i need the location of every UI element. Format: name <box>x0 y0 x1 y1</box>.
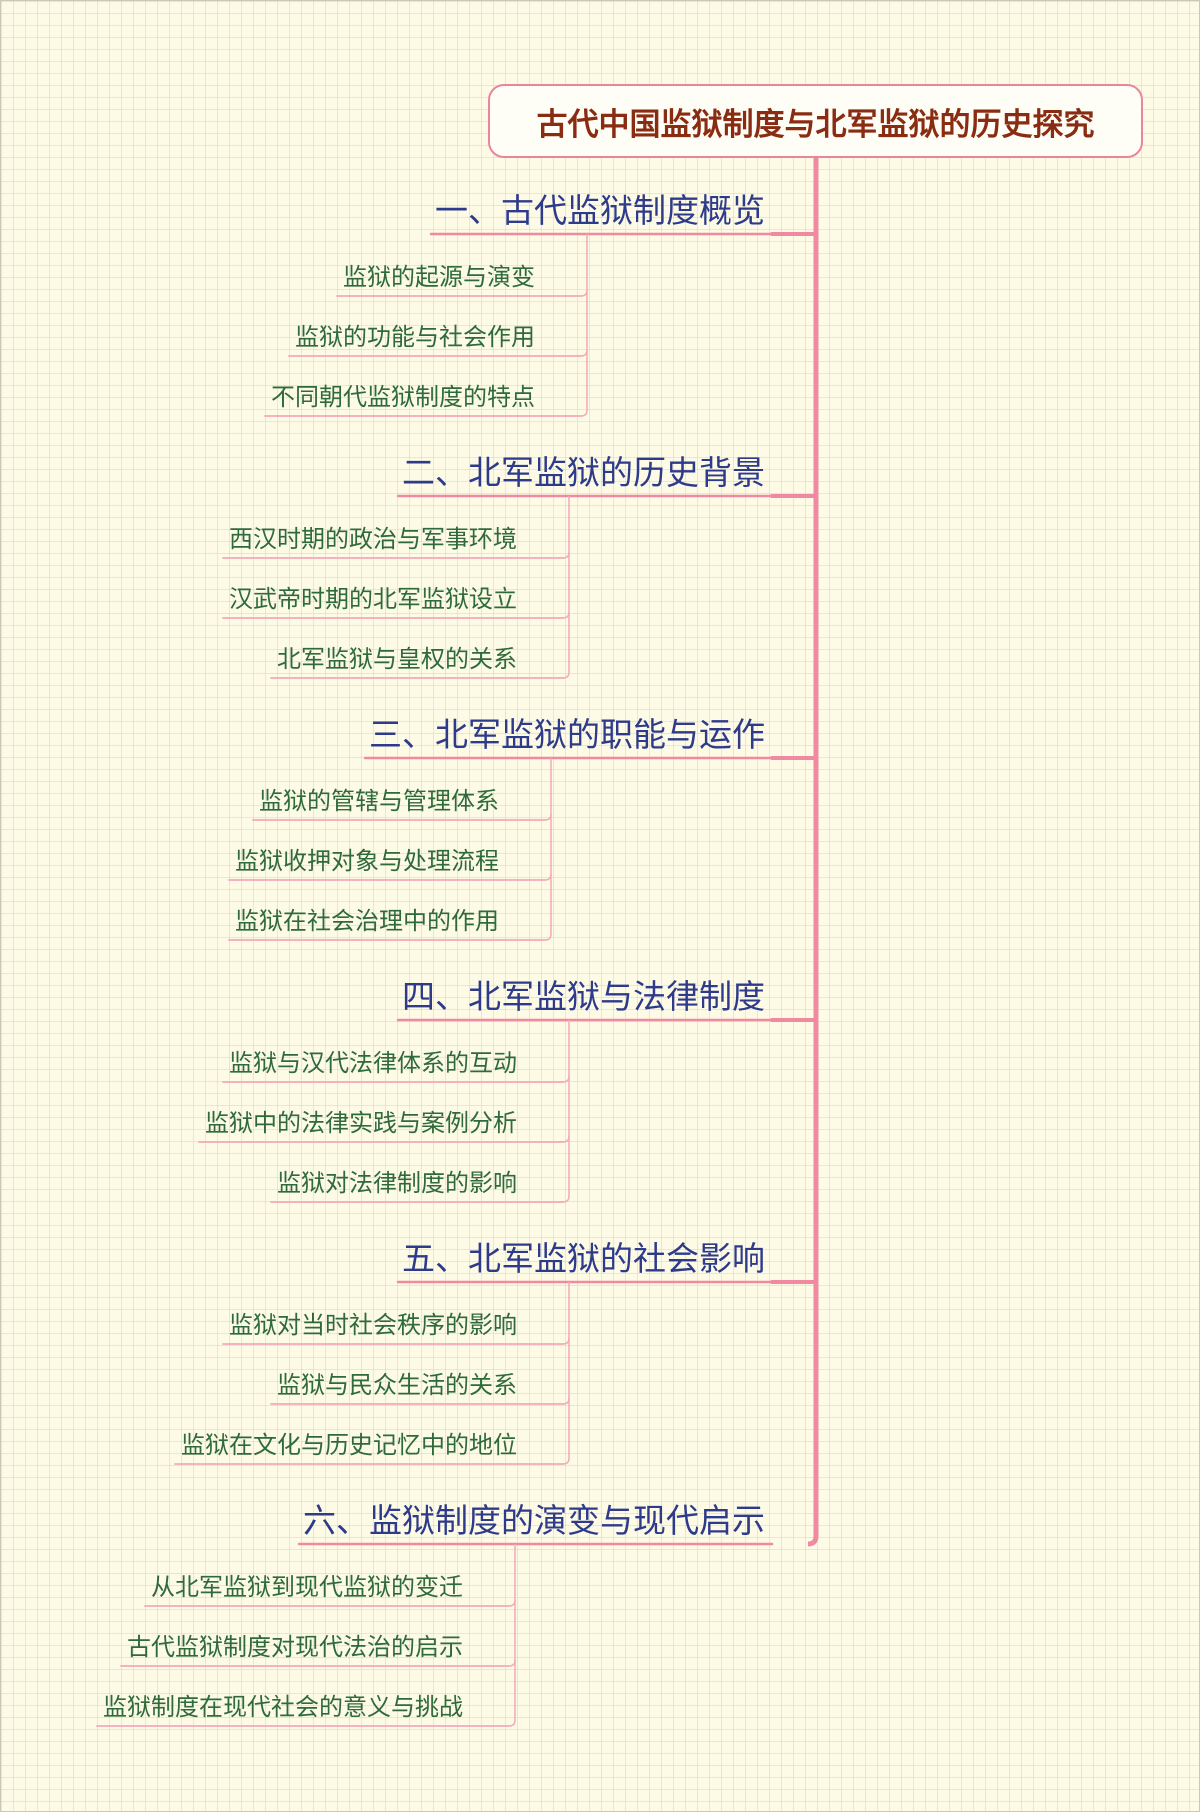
list-item[interactable]: 监狱的管辖与管理体系 <box>259 787 499 815</box>
list-item[interactable]: 监狱的功能与社会作用 <box>295 323 535 351</box>
connector-curve <box>508 1659 516 1667</box>
list-item[interactable]: 监狱对法律制度的影响 <box>277 1169 517 1197</box>
connector-curve <box>580 349 588 357</box>
branch-heading[interactable]: 四、北军监狱与法律制度 <box>402 977 765 1016</box>
connector-curve <box>508 1544 516 1727</box>
connector-curve <box>562 551 570 559</box>
connector-curve <box>562 1020 570 1203</box>
connector-curve <box>562 1282 570 1465</box>
connector-curve <box>544 813 552 821</box>
list-item[interactable]: 古代监狱制度对现代法治的启示 <box>127 1633 463 1661</box>
root-topic[interactable]: 古代中国监狱制度与北军监狱的历史探究 <box>488 84 1143 158</box>
connector-curve <box>562 1075 570 1083</box>
branch-heading[interactable]: 三、北军监狱的职能与运作 <box>369 715 765 754</box>
connector-curve <box>544 873 552 881</box>
list-item[interactable]: 监狱对当时社会秩序的影响 <box>229 1311 517 1339</box>
list-item[interactable]: 监狱与汉代法律体系的互动 <box>229 1049 517 1077</box>
list-item[interactable]: 监狱中的法律实践与案例分析 <box>205 1109 517 1137</box>
connector-curve <box>807 158 819 1547</box>
list-item[interactable]: 不同朝代监狱制度的特点 <box>271 383 535 411</box>
branch-heading[interactable]: 六、监狱制度的演变与现代启示 <box>303 1501 765 1540</box>
list-item[interactable]: 监狱制度在现代社会的意义与挑战 <box>103 1693 463 1721</box>
list-item[interactable]: 监狱在文化与历史记忆中的地位 <box>181 1431 517 1459</box>
connector-curve <box>508 1599 516 1607</box>
branch-heading[interactable]: 一、古代监狱制度概览 <box>435 191 765 230</box>
connector-curve <box>580 234 588 417</box>
connector-curve <box>580 289 588 297</box>
list-item[interactable]: 从北军监狱到现代监狱的变迁 <box>151 1573 463 1601</box>
list-item[interactable]: 汉武帝时期的北军监狱设立 <box>229 585 517 613</box>
list-item[interactable]: 西汉时期的政治与军事环境 <box>229 525 517 553</box>
list-item[interactable]: 监狱在社会治理中的作用 <box>235 907 499 935</box>
connector-curve <box>562 611 570 619</box>
connector-curve <box>544 758 552 941</box>
branch-heading[interactable]: 二、北军监狱的历史背景 <box>402 453 765 492</box>
branch-heading[interactable]: 五、北军监狱的社会影响 <box>402 1239 765 1278</box>
connector-curve <box>562 1337 570 1345</box>
connector-curve <box>562 1397 570 1405</box>
list-item[interactable]: 监狱的起源与演变 <box>343 263 535 291</box>
list-item[interactable]: 北军监狱与皇权的关系 <box>277 645 517 673</box>
list-item[interactable]: 监狱收押对象与处理流程 <box>235 847 499 875</box>
connector-curve <box>562 1135 570 1143</box>
connector-curve <box>562 496 570 679</box>
list-item[interactable]: 监狱与民众生活的关系 <box>277 1371 517 1399</box>
